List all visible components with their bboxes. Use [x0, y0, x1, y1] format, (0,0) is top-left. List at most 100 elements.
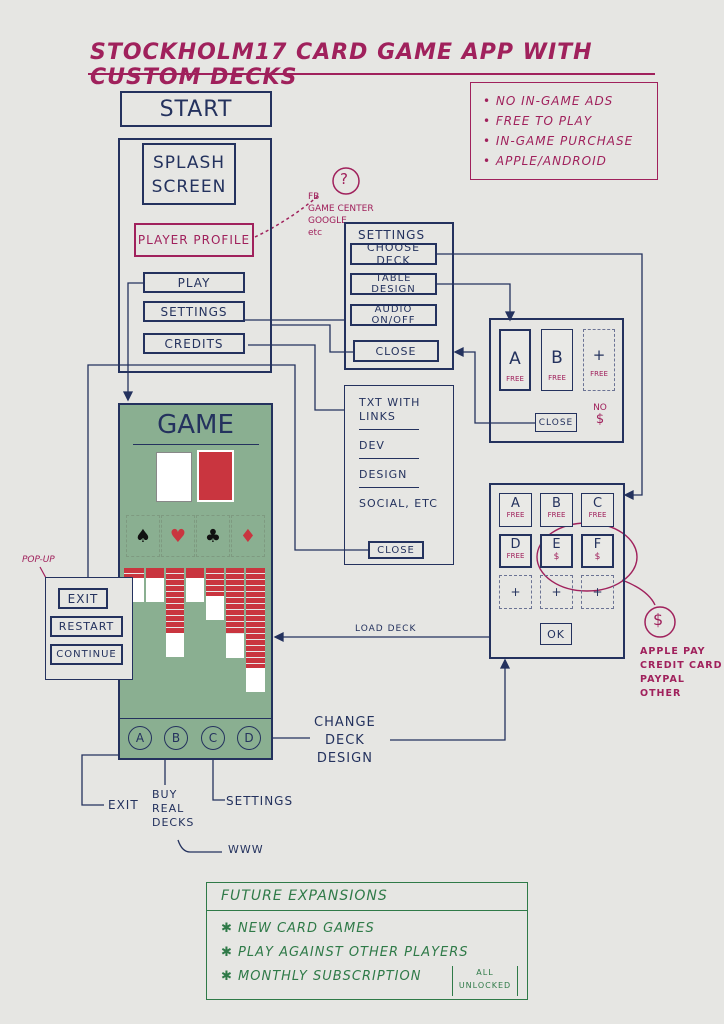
deck-card[interactable]: C FREE: [581, 493, 614, 527]
future-expansions-box: FUTURE EXPANSIONS ✱ NEW CARD GAMES ✱ PLA…: [206, 882, 528, 1000]
splash-line: SPLASH: [152, 153, 226, 173]
card-price: $: [553, 552, 560, 562]
deck-ok-button[interactable]: OK: [540, 623, 572, 645]
deck-card[interactable]: B FREE: [540, 493, 573, 527]
tableau-column[interactable]: [146, 568, 164, 578]
feature-item: • IN-GAME PURCHASE: [483, 134, 634, 148]
button-c[interactable]: C: [201, 726, 225, 750]
label-line: DECK: [324, 733, 365, 748]
deck-slot-add[interactable]: +: [581, 575, 614, 609]
button-a[interactable]: A: [128, 726, 152, 750]
credits-link[interactable]: DESIGN: [359, 468, 408, 481]
foundation-club[interactable]: ♣: [196, 515, 230, 557]
card-letter: F: [593, 537, 602, 552]
credits-link[interactable]: SOCIAL, ETC: [359, 497, 438, 510]
card-price: FREE: [506, 511, 525, 519]
payment-line: CREDIT CARD: [640, 660, 723, 671]
card-price: FREE: [506, 375, 524, 383]
dollar-icon: $: [595, 412, 605, 427]
profile-note-line: etc: [308, 228, 323, 238]
www-label: WWW: [228, 843, 264, 856]
future-item: ✱ MONTHLY SUBSCRIPTION: [221, 969, 422, 984]
profile-note: FB GAME CENTER GOOGLE etc: [308, 191, 374, 239]
card-price: $: [594, 552, 601, 562]
settings-panel: SETTINGS: [344, 222, 454, 370]
dollar-icon: $: [653, 610, 664, 629]
button-d[interactable]: D: [237, 726, 261, 750]
tableau-column[interactable]: [186, 568, 204, 578]
exit-label: EXIT: [108, 798, 139, 812]
tableau-card[interactable]: [226, 634, 244, 658]
badge-line: UNLOCKED: [458, 981, 512, 990]
table-design-button[interactable]: TABLE DESIGN: [350, 273, 437, 295]
future-item: ✱ NEW CARD GAMES: [221, 921, 375, 936]
deck-card[interactable]: E $: [540, 534, 573, 568]
tableau-card[interactable]: [206, 596, 224, 620]
profile-note-line: GOOGLE: [308, 216, 347, 226]
player-profile-button[interactable]: PLAYER PROFILE: [134, 223, 254, 257]
badge-line: ALL: [476, 968, 494, 977]
credits-line: LINKS: [359, 410, 396, 423]
tableau-card[interactable]: [186, 578, 204, 602]
credits-link[interactable]: DEV: [359, 439, 385, 452]
button-b[interactable]: B: [164, 726, 188, 750]
tableau-card[interactable]: [246, 668, 265, 692]
buy-decks-label: BUY REAL DECKS: [152, 788, 194, 830]
choose-deck-button[interactable]: CHOOSE DECK: [350, 241, 437, 267]
popup-continue-button[interactable]: CONTINUE: [50, 644, 123, 665]
divider: [133, 444, 259, 445]
table-card[interactable]: A FREE: [499, 329, 531, 391]
label-line: BUY: [152, 788, 178, 801]
table-close-button[interactable]: CLOSE: [535, 413, 577, 432]
card-price: FREE: [590, 370, 608, 378]
start-header: START: [120, 91, 272, 127]
label-line: DESIGN: [316, 751, 373, 766]
card-price: FREE: [547, 511, 566, 519]
foundation-diamond[interactable]: ♦: [231, 515, 265, 557]
tableau-column[interactable]: [226, 568, 244, 634]
card-price: FREE: [506, 552, 525, 560]
all-unlocked-badge: ALL UNLOCKED: [452, 966, 518, 996]
card-letter: E: [552, 537, 561, 552]
table-card[interactable]: B FREE: [541, 329, 573, 391]
payment-line: APPLE PAY: [640, 646, 706, 657]
stock-pile[interactable]: [156, 452, 192, 502]
card-price: FREE: [588, 511, 607, 519]
feature-item: • NO IN-GAME ADS: [483, 94, 614, 108]
tableau-card[interactable]: [166, 633, 184, 657]
tableau-column[interactable]: [246, 568, 265, 668]
foundation-heart[interactable]: ♥: [161, 515, 195, 557]
card-letter: C: [592, 496, 603, 511]
divider: [118, 718, 273, 719]
table-card-add[interactable]: + FREE: [583, 329, 615, 391]
settings-close-button[interactable]: CLOSE: [353, 340, 439, 362]
foundation-spade[interactable]: ♠: [126, 515, 160, 557]
deck-slot-add[interactable]: +: [540, 575, 573, 609]
popup-restart-button[interactable]: RESTART: [50, 616, 123, 637]
card-price: FREE: [548, 374, 566, 382]
deck-card[interactable]: F $: [581, 534, 614, 568]
credits-button[interactable]: CREDITS: [143, 333, 245, 354]
settings-title: SETTINGS: [358, 228, 426, 242]
deck-slot-add[interactable]: +: [499, 575, 532, 609]
card-letter: A: [509, 349, 521, 369]
future-title: FUTURE EXPANSIONS: [221, 888, 388, 904]
play-button[interactable]: PLAY: [143, 272, 245, 293]
audio-toggle[interactable]: AUDIO ON/OFF: [350, 304, 437, 326]
waste-pile[interactable]: [197, 450, 234, 502]
tableau-card[interactable]: [146, 578, 164, 602]
payment-methods: APPLE PAY CREDIT CARD PAYPAL OTHER: [640, 645, 723, 701]
settings-button[interactable]: SETTINGS: [143, 301, 245, 322]
deck-card[interactable]: D FREE: [499, 534, 532, 568]
tableau-column[interactable]: [206, 568, 224, 596]
tableau-column[interactable]: [166, 568, 184, 633]
popup-exit-button[interactable]: EXIT: [58, 588, 108, 609]
page-title: STOCKHOLM17 CARD GAME APP WITH CUSTOM DE…: [90, 40, 593, 90]
payment-line: OTHER: [640, 688, 682, 699]
payment-line: PAYPAL: [640, 674, 685, 685]
future-item: ✱ PLAY AGAINST OTHER PLAYERS: [221, 945, 469, 960]
deck-card[interactable]: A FREE: [499, 493, 532, 527]
settings-label: SETTINGS: [226, 794, 294, 808]
credits-close-button[interactable]: CLOSE: [368, 541, 424, 559]
card-letter: D: [510, 537, 521, 552]
